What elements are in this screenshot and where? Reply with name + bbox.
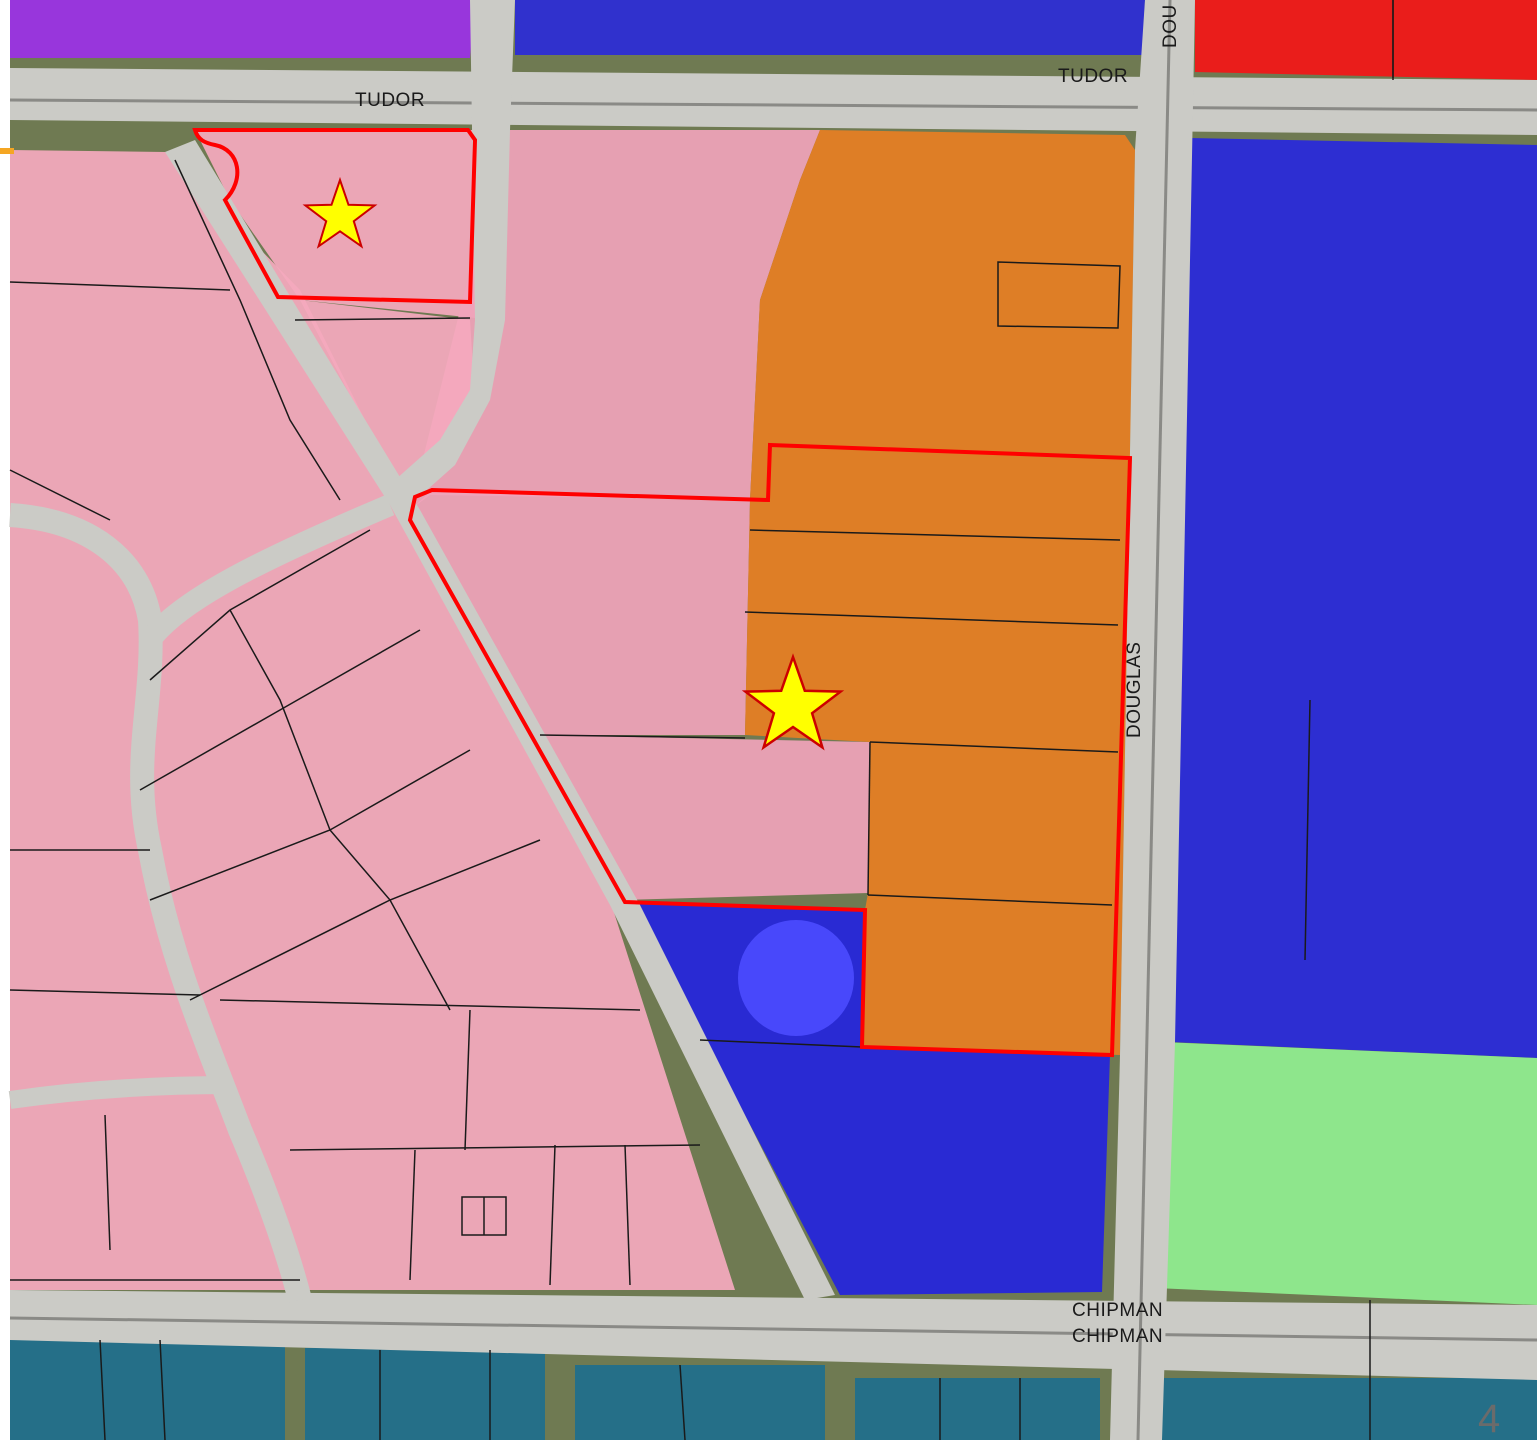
tudor-label-west: TUDOR <box>355 90 425 111</box>
slide-accent-tab <box>0 148 14 154</box>
side-road <box>8 1076 231 1109</box>
zone-pink-curve <box>300 300 475 490</box>
zone-pink-centre-2 <box>410 492 750 735</box>
chipman-label-1: CHIPMAN <box>1072 1300 1163 1321</box>
site-star-large <box>741 653 845 751</box>
parcel-lines <box>9 0 1394 1440</box>
douglas-centerline <box>1136 0 1172 1440</box>
zone-teal-5 <box>1133 1378 1537 1440</box>
zone-teal-4 <box>855 1378 1100 1440</box>
chipman-label-2: CHIPMAN <box>1072 1326 1163 1347</box>
zone-teal-2 <box>305 1348 545 1440</box>
zone-red <box>1195 0 1537 80</box>
douglas-label-top: DOU <box>1160 4 1181 48</box>
chipman-centerline <box>9 1316 1537 1342</box>
zone-blue-east <box>1170 138 1537 1058</box>
zone-teal-1 <box>10 1335 285 1440</box>
zone-purple <box>10 0 475 58</box>
tudor-label-east: TUDOR <box>1058 66 1128 87</box>
connector-road <box>395 0 515 505</box>
site-star-small <box>302 176 378 249</box>
zone-pink-centre <box>410 130 820 510</box>
left-margin <box>0 0 10 1440</box>
zone-green <box>1155 1042 1537 1305</box>
diagonal-road <box>165 140 835 1300</box>
zone-pink-south <box>540 735 870 900</box>
site-outline-north <box>192 128 478 305</box>
tudor-centerline <box>9 98 1537 112</box>
loop-road <box>9 503 312 1303</box>
zone-orange <box>745 130 1135 1055</box>
loop-road-inner <box>141 494 395 647</box>
water-tower <box>738 920 854 1036</box>
site-outline-main <box>407 442 1133 1058</box>
page-number: 4 <box>1478 1397 1500 1440</box>
douglas-label: DOUGLAS <box>1124 642 1145 738</box>
zone-teal-3 <box>575 1365 825 1440</box>
zone-blue-top <box>515 0 1145 55</box>
